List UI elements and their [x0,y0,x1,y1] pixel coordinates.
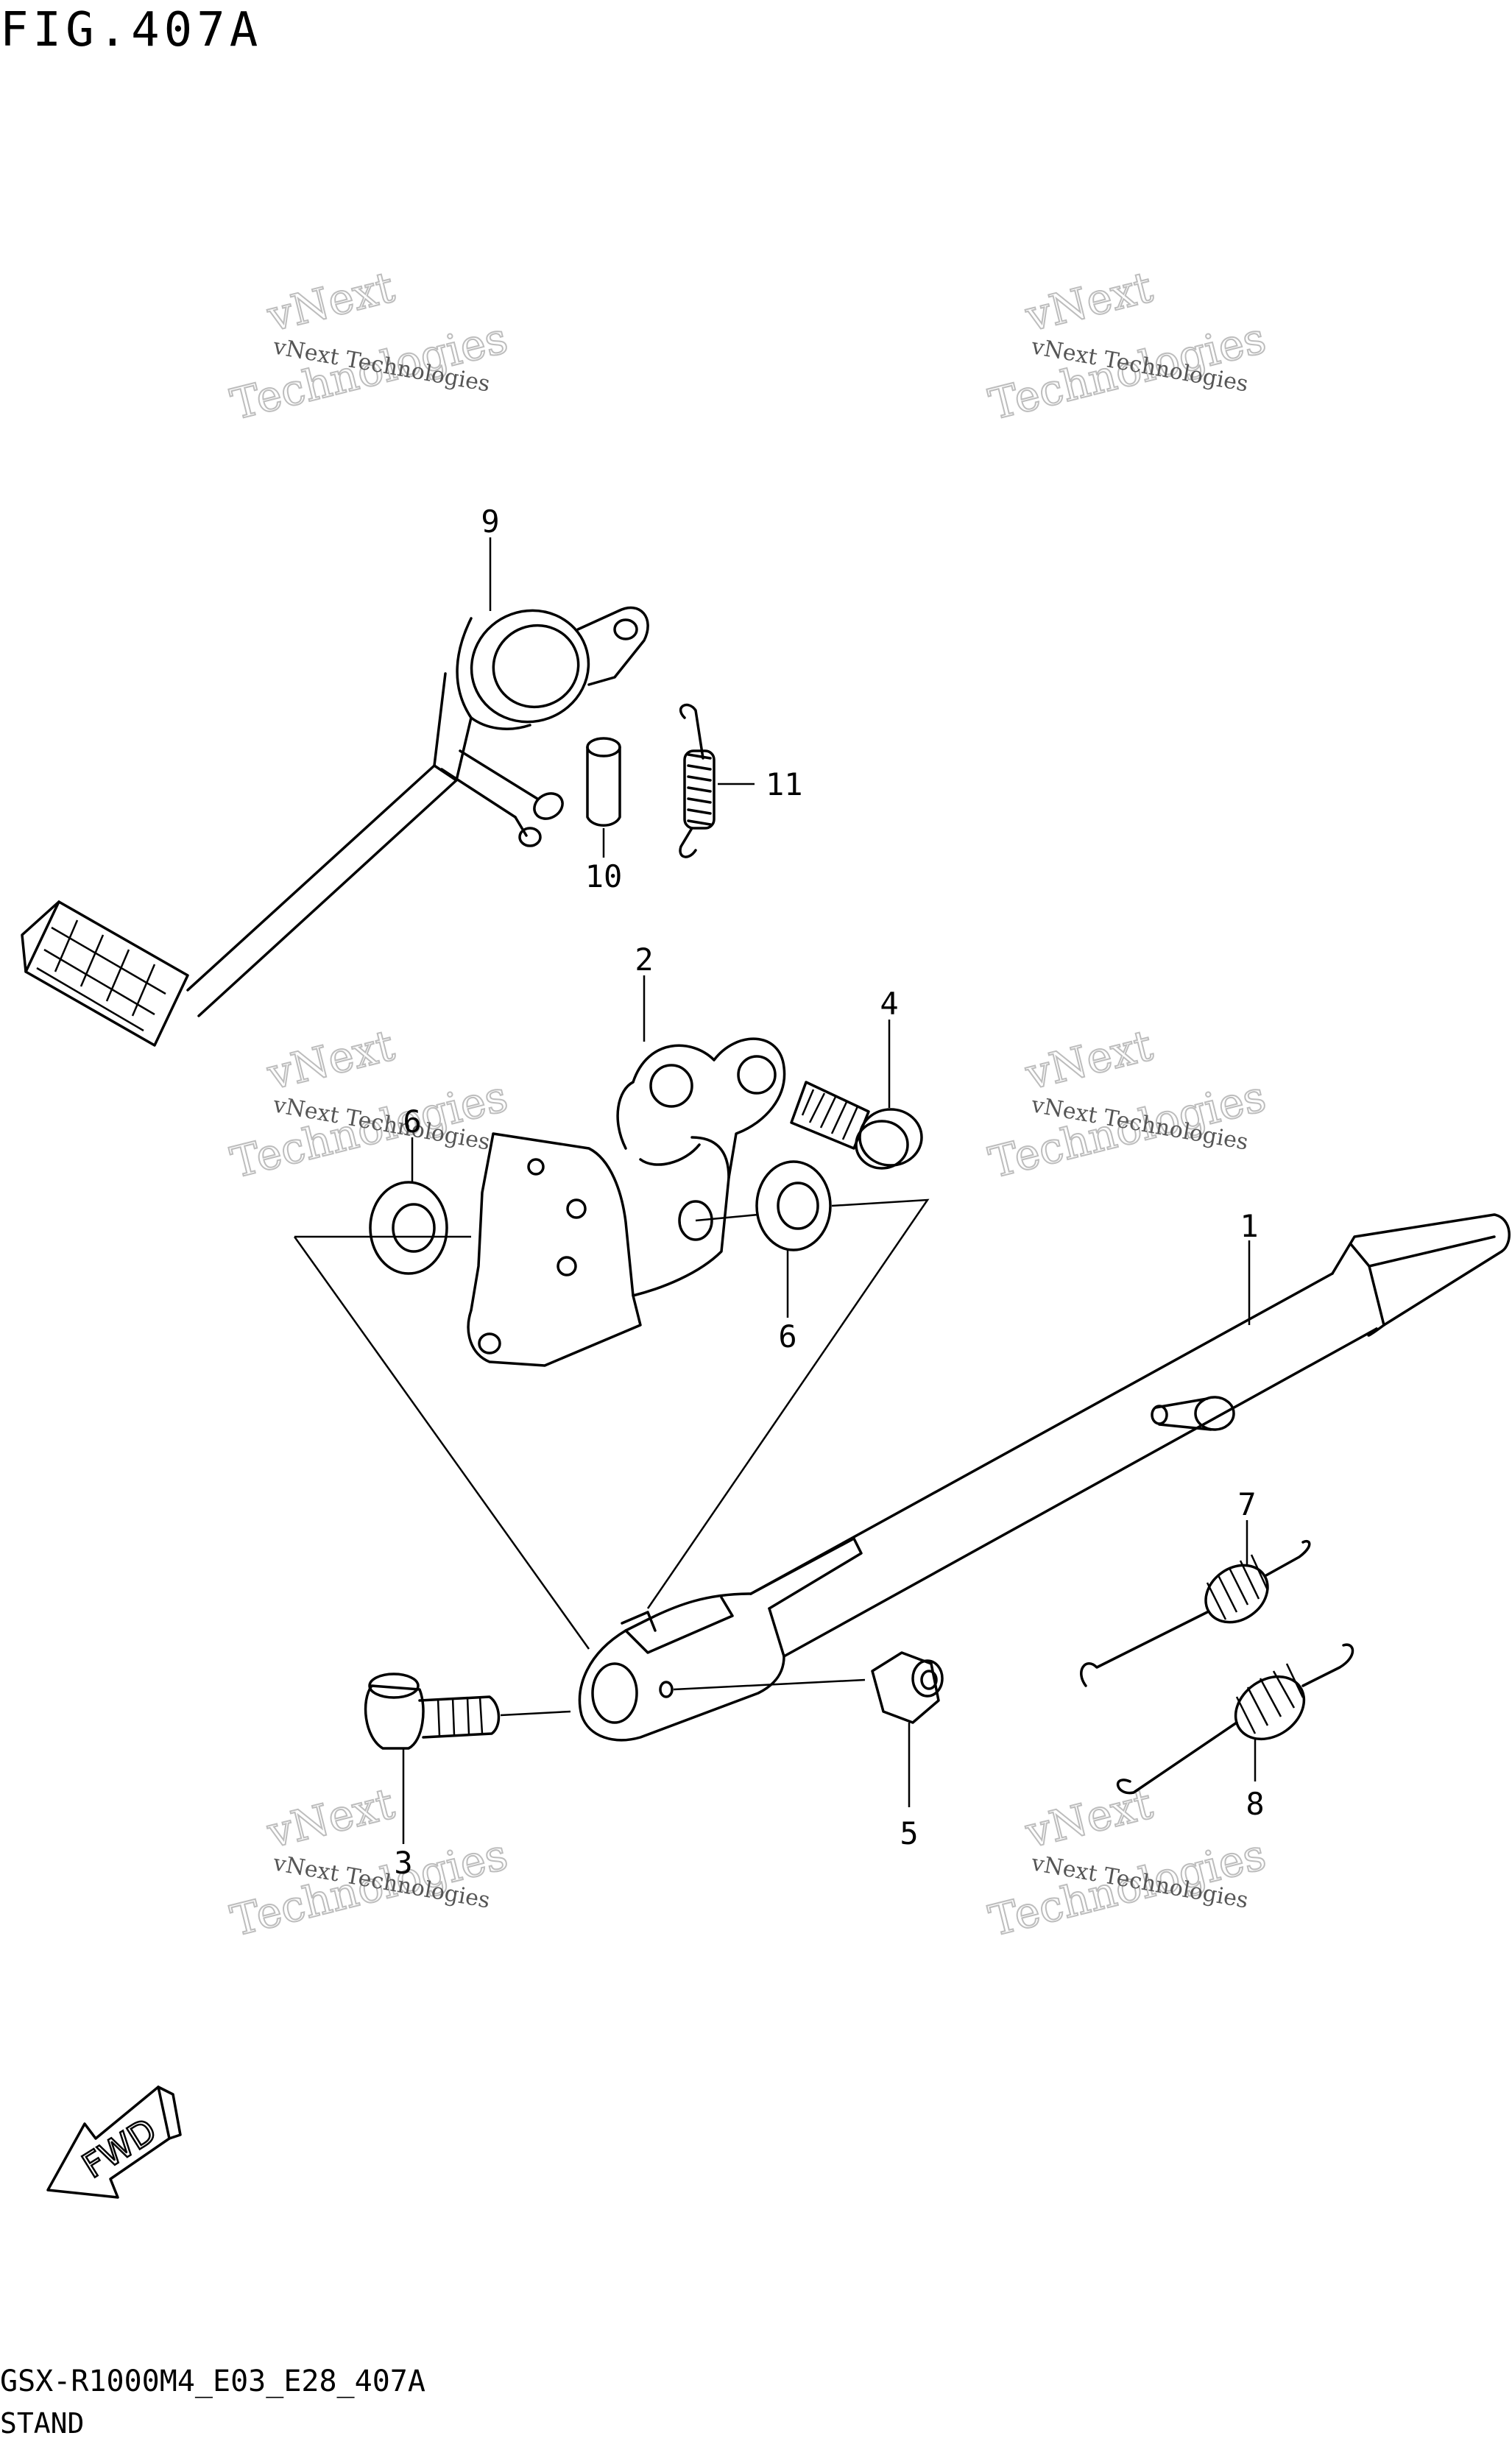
part-label-1: 1 [1240,1208,1258,1244]
stand-spring-upper-part [1080,1540,1311,1687]
watermark-brand: vNext [262,262,399,342]
part-label-2: 2 [635,942,653,978]
part-label-8: 8 [1246,1786,1264,1822]
return-spring-part [679,703,716,858]
stand-pivot-bolt-part [364,1673,571,1750]
watermark-mid-left: vNext Technologies vNext Technologies [225,1020,513,1189]
watermark-brand: vNext [1020,1020,1157,1100]
watermark-brand: vNext [262,1020,399,1100]
washer-right-part [755,1160,832,1251]
part-label-6-left: 6 [403,1103,421,1140]
assembly-guide-line-left [293,1235,590,1650]
side-stand-part [578,1213,1511,1742]
part-label-7: 7 [1237,1486,1256,1522]
stand-spring-lower-part [1117,1643,1354,1795]
part-label-5: 5 [900,1815,918,1851]
figure-title: FIG.407A [0,3,263,57]
watermark-top-right: vNext Technologies vNext Technologies [983,261,1271,431]
fwd-arrow-label: FWD [75,2111,163,2186]
part-label-9: 9 [481,504,499,540]
part-label-4: 4 [880,986,898,1022]
bracket-bolt-part [790,1081,923,1170]
bushing-part [586,737,621,827]
brake-pedal-part [21,606,649,1047]
watermark-bottom-right: vNext Technologies vNext Technologies [983,1778,1271,1947]
section-title: STAND [0,2407,85,2440]
part-label-3: 3 [394,1845,412,1881]
watermark-mid-right: vNext Technologies vNext Technologies [983,1020,1271,1189]
part-label-6-right: 6 [778,1318,796,1355]
watermark-bottom-left: vNext Technologies vNext Technologies [225,1778,513,1947]
washer-left-part [369,1181,448,1275]
diagram-code: GSX-R1000M4_E03_E28_407A [0,2364,425,2398]
watermark-brand: vNext [1020,262,1157,342]
stand-nut-part [871,1651,944,1724]
watermark-brand: vNext [262,1779,399,1858]
stand-bracket-part [467,1037,786,1367]
assembly-guide-line-right [646,1198,930,1609]
part-label-11: 11 [766,766,803,802]
forward-direction-arrow: FWD [46,2085,182,2199]
watermark-top-left: vNext Technologies vNext Technologies [225,261,513,431]
part-label-10: 10 [585,858,623,894]
